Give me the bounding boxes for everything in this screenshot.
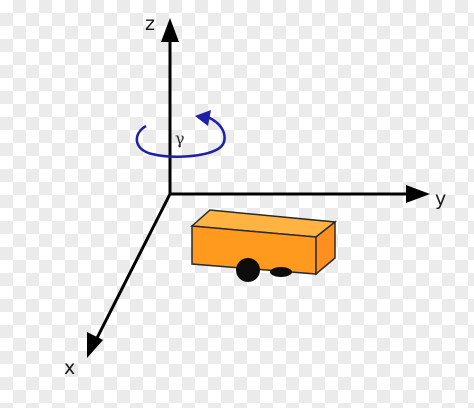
vehicle-side-face (315, 220, 336, 276)
y-axis-label: y (435, 188, 446, 210)
z-axis-label: z (145, 13, 155, 35)
vehicle-icon (190, 209, 337, 282)
y-axis (170, 185, 430, 203)
rotation-arrow-icon (135, 110, 226, 158)
z-axis-arrowhead-icon (161, 18, 179, 42)
x-axis (87, 193, 172, 358)
vehicle-rear-wheel-icon (270, 267, 292, 277)
y-axis-arrowhead-icon (406, 185, 430, 203)
rotation-angle-label: γ (175, 129, 185, 148)
vehicle-front-wheel-icon (236, 258, 260, 282)
x-axis-label: x (64, 357, 75, 379)
z-axis (161, 18, 179, 194)
x-axis-arrowhead-icon (87, 332, 103, 358)
rotation-arrowhead-icon (195, 110, 211, 126)
